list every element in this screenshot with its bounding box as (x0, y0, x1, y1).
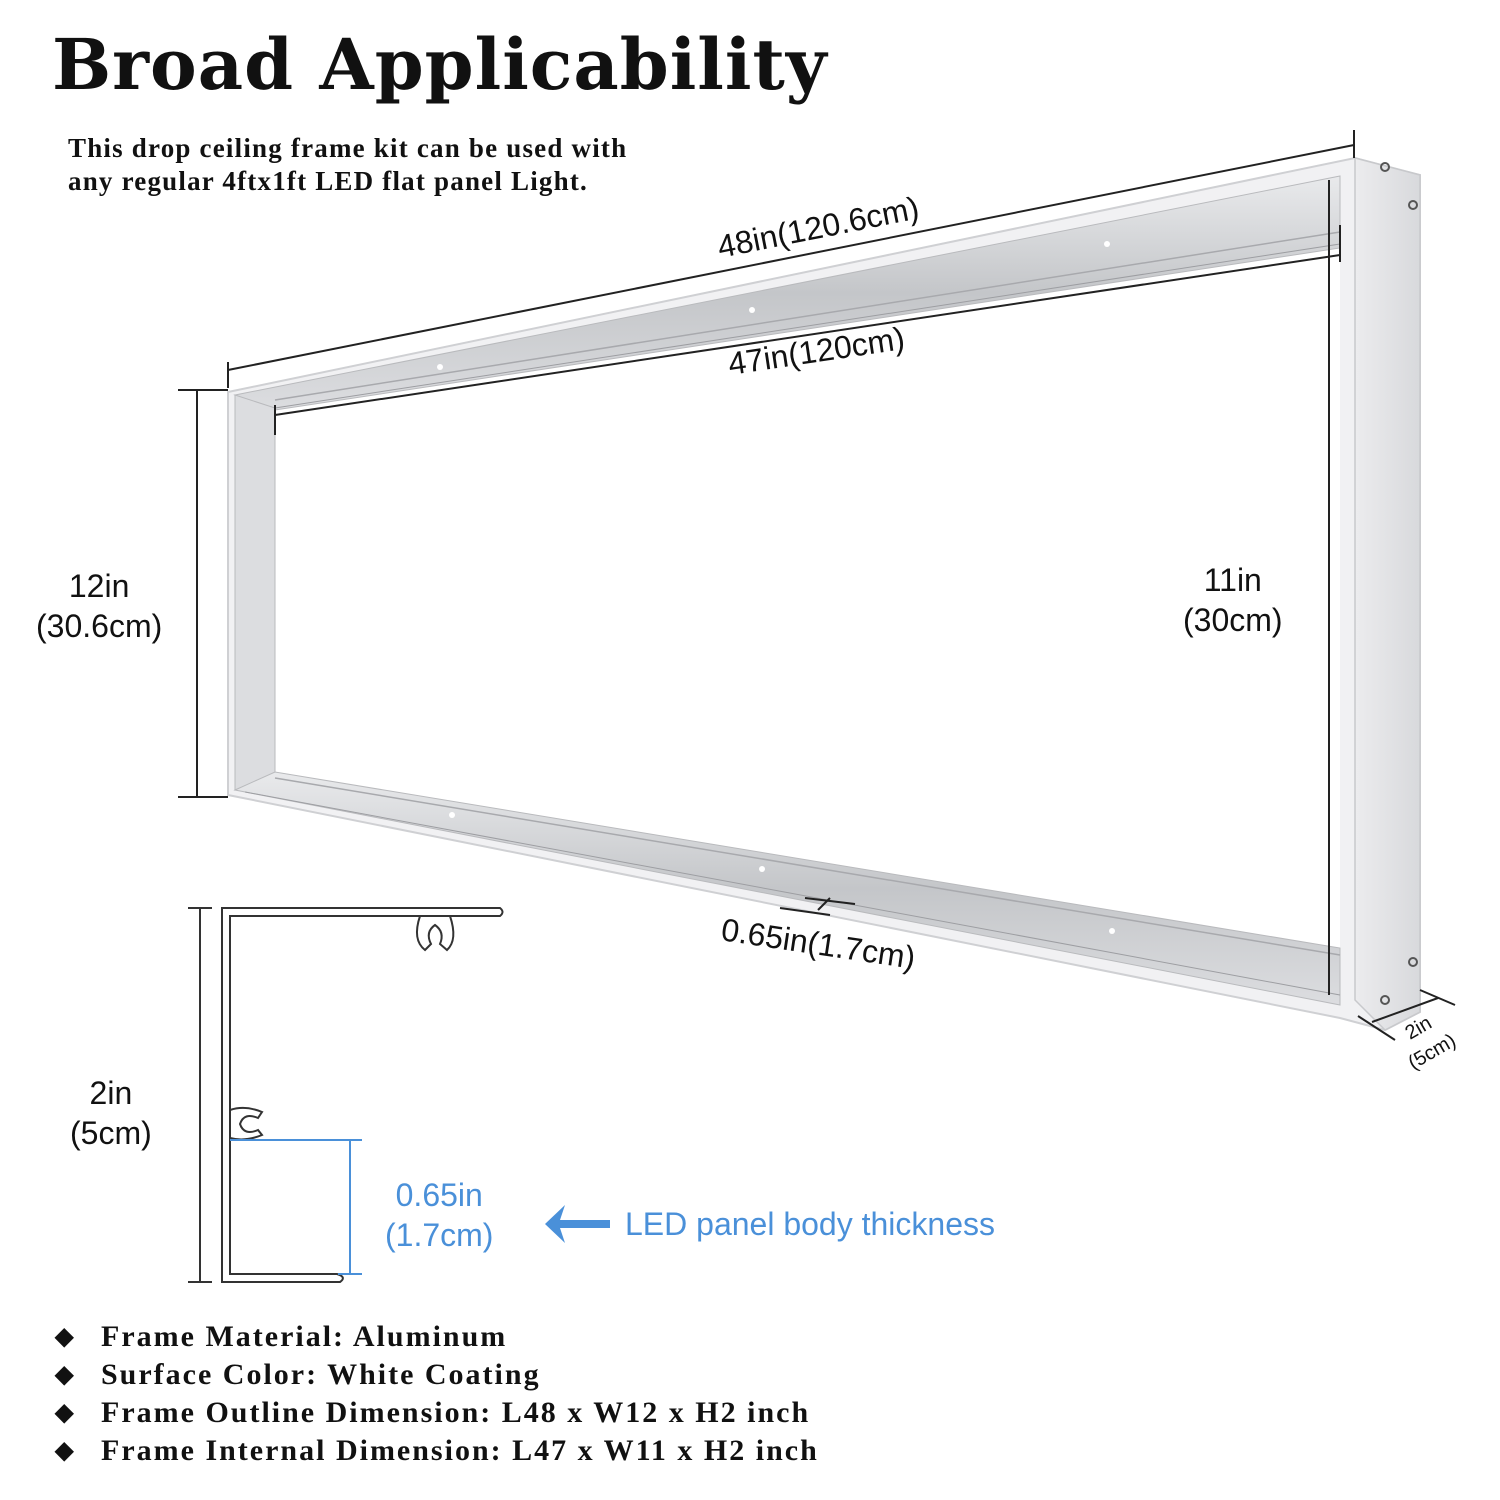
spec-item: ◆ Frame Internal Dimension: L47 x W11 x H… (55, 1432, 819, 1470)
subtitle-line-2: any regular 4ftx1ft LED flat panel Light… (68, 166, 588, 196)
spec-text: Surface Color: White Coating (101, 1358, 541, 1391)
panel-thickness-dimension (230, 1139, 362, 1275)
dimension-lines (178, 130, 1456, 1041)
panel-thickness-callout: LED panel body thickness (625, 1206, 995, 1242)
arrow-left-icon (545, 1205, 610, 1243)
outer-width-label: 12in (30.6cm) (36, 566, 162, 646)
spec-item: ◆ Surface Color: White Coating (55, 1356, 819, 1394)
inner-width-in: 11in (1203, 562, 1262, 598)
spec-item: ◆ Frame Material: Aluminum (55, 1318, 819, 1356)
profile-height-cm: (5cm) (70, 1115, 152, 1151)
spec-text: Frame Material: Aluminum (101, 1320, 508, 1353)
diamond-bullet-icon: ◆ (55, 1324, 76, 1350)
outer-width-cm: (30.6cm) (36, 608, 163, 644)
diamond-bullet-icon: ◆ (55, 1438, 76, 1464)
diamond-bullet-icon: ◆ (55, 1400, 76, 1426)
subtitle: This drop ceiling frame kit can be used … (68, 132, 627, 198)
panel-thickness-in: 0.65in (395, 1177, 483, 1213)
inner-width-label: 11in (30cm) (1183, 560, 1283, 640)
spec-text: Frame Internal Dimension: L47 x W11 x H2… (101, 1434, 819, 1467)
diamond-bullet-icon: ◆ (55, 1362, 76, 1388)
spec-list: ◆ Frame Material: Aluminum ◆ Surface Color… (55, 1318, 819, 1470)
panel-thickness-cm: (1.7cm) (385, 1217, 494, 1253)
spec-text: Frame Outline Dimension: L48 x W12 x H2 … (101, 1396, 811, 1429)
frame-profile-cross-section (188, 907, 504, 1283)
profile-height-label: 2in (5cm) (70, 1073, 152, 1153)
spec-item: ◆ Frame Outline Dimension: L48 x W12 x H2… (55, 1394, 819, 1432)
inner-width-cm: (30cm) (1183, 602, 1283, 638)
page-title: Broad Applicability (52, 23, 828, 106)
outer-width-in: 12in (68, 568, 130, 604)
aluminum-frame (227, 156, 1421, 1032)
subtitle-line-1: This drop ceiling frame kit can be used … (68, 133, 628, 163)
panel-thickness-label: 0.65in (1.7cm) (385, 1175, 493, 1255)
profile-height-in: 2in (89, 1075, 133, 1111)
